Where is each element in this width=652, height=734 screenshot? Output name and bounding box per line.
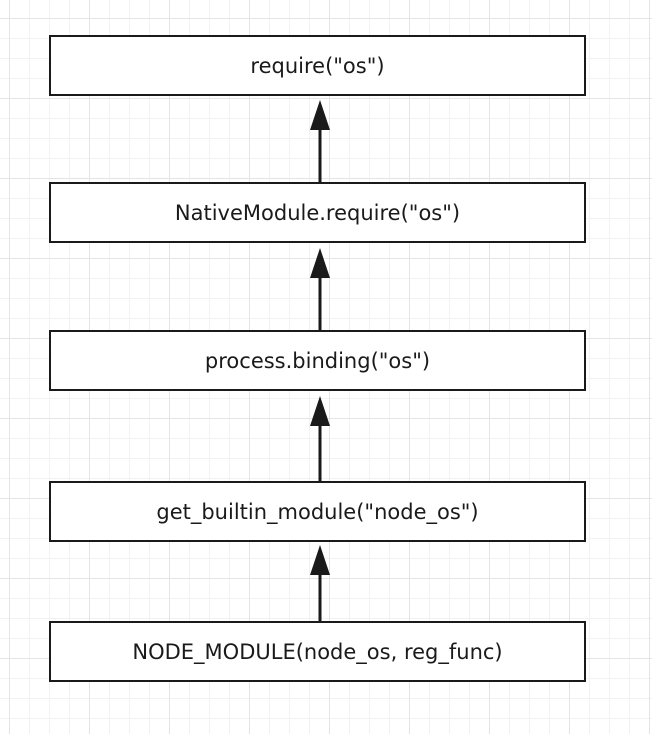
node-label: require("os") [250,53,385,78]
arrow-edge-3 [310,396,330,481]
node-label: NODE_MODULE(node_os, reg_func) [132,639,503,664]
arrow-head-icon [310,396,330,426]
node-process-binding: process.binding("os") [49,330,586,391]
node-label: NativeModule.require("os") [174,200,461,225]
arrow-head-icon [310,248,330,278]
arrow-head-icon [310,545,330,575]
arrow-edge-2 [310,248,330,330]
node-node-module: NODE_MODULE(node_os, reg_func) [49,621,586,682]
node-native-module-require: NativeModule.require("os") [49,182,586,243]
node-label: process.binding("os") [204,348,431,373]
arrow-head-icon [310,100,330,130]
node-require: require("os") [49,35,586,96]
arrow-edge-1 [310,100,330,182]
node-get-builtin-module: get_builtin_module("node_os") [49,481,586,542]
node-label: get_builtin_module("node_os") [156,499,479,524]
arrow-edge-4 [310,545,330,621]
